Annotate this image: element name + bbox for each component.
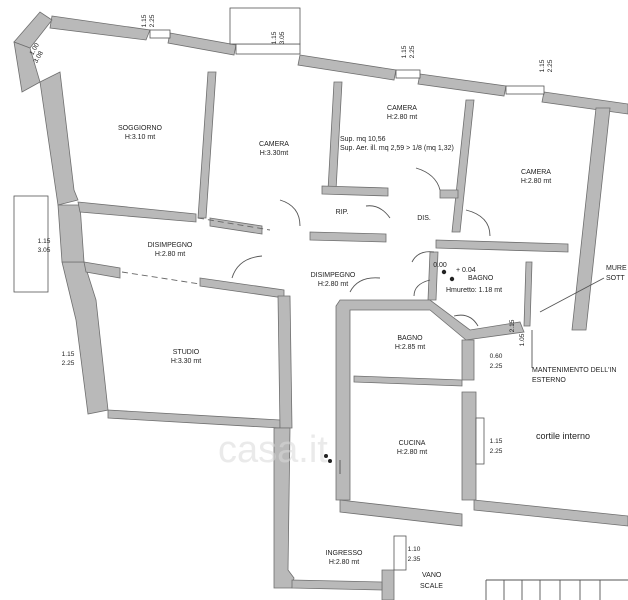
- window-dim-2-top: 1.15: [271, 31, 278, 44]
- window-dim-1-bottom: 2.25: [149, 14, 156, 27]
- walls: [13, 11, 628, 600]
- annotation-mantenimento-2: ESTERNO: [532, 377, 566, 384]
- room-cucina-name: CUCINA: [399, 440, 426, 447]
- window-dim-4-top: 1.15: [539, 59, 546, 72]
- room-camera2-sup-aer: Sup. Aer. ill. mq 2,59 > 1/8 (mq 1,32): [340, 145, 454, 152]
- bagno1-level: 0.00: [433, 262, 447, 269]
- bagno1-muretto: Hmuretto: 1.18 mt: [446, 287, 502, 294]
- separators: [121, 217, 271, 285]
- window-dim-4-bottom: 2.25: [547, 59, 554, 72]
- vano-scale-line1: VANO: [422, 572, 442, 579]
- window-dim-10-top: 1.10: [408, 546, 421, 553]
- room-camera2-sup: Sup. mq 10,56: [340, 136, 386, 143]
- room-camera1-name: CAMERA: [259, 141, 289, 148]
- windows: [13, 7, 545, 571]
- watermark: casa.it: [218, 429, 328, 471]
- window-dimensions: 1.15 2.25 1.15 3.05 1.15 2.25 1.15 2.25 …: [29, 14, 554, 563]
- window-dim-7-bottom: 2.25: [62, 360, 75, 367]
- window-dim-8-top: 0.60: [490, 353, 503, 360]
- window-dim-6-bottom: 3.05: [38, 247, 51, 254]
- doors: [231, 167, 491, 474]
- room-bagno1-name: BAGNO: [468, 275, 494, 282]
- window-dim-2-bottom: 3.05: [279, 31, 286, 44]
- window-dim-6-top: 1.15: [38, 238, 51, 245]
- room-camera2-name: CAMERA: [387, 105, 417, 112]
- room-ingresso-height: H:2.80 mt: [329, 559, 359, 566]
- room-soggiorno-height: H:3.10 mt: [125, 134, 155, 141]
- window-dim-1-top: 1.15: [141, 14, 148, 27]
- annotation-mantenimento-1: MANTENIMENTO DELL'IN: [532, 367, 616, 374]
- window-dim-11-bottom: 1.05: [519, 333, 526, 346]
- window-dim-11-top: 2.15: [509, 319, 516, 332]
- room-disimpegno2-height: H:2.80 mt: [318, 281, 348, 288]
- room-bagno2-name: BAGNO: [397, 335, 423, 342]
- window-dim-3-bottom: 2.25: [409, 45, 416, 58]
- room-camera1-height: H:3.30mt: [260, 150, 288, 157]
- room-camera2-height: H:2.80 mt: [387, 114, 417, 121]
- window-dim-3-top: 1.15: [401, 45, 408, 58]
- bagno1-step: + 0.04: [456, 267, 476, 274]
- room-ingresso-name: INGRESSO: [326, 550, 364, 557]
- level-markers: [324, 269, 455, 463]
- room-disimpegno1-name: DISIMPEGNO: [148, 242, 193, 249]
- room-soggiorno-name: SOGGIORNO: [118, 125, 163, 132]
- window-dim-9-bottom: 2.25: [490, 448, 503, 455]
- window-dim-8-bottom: 2.25: [490, 363, 503, 370]
- room-rip-name: RIP.: [336, 209, 349, 216]
- room-dis-name: DIS.: [417, 215, 431, 222]
- annotation-muretto-2: SOTT: [606, 275, 625, 282]
- annotation-muretto-1: MURE: [606, 265, 627, 272]
- vano-scale-line2: SCALE: [420, 583, 443, 590]
- room-disimpegno2-name: DISIMPEGNO: [311, 272, 356, 279]
- window-dim-9-top: 1.15: [490, 438, 503, 445]
- room-bagno2-height: H:2.85 mt: [395, 344, 425, 351]
- room-disimpegno1-height: H:2.80 mt: [155, 251, 185, 258]
- leader-lines: [531, 277, 605, 368]
- room-camera3-height: H:2.80 mt: [521, 178, 551, 185]
- room-cucina-height: H:2.80 mt: [397, 449, 427, 456]
- window-dim-10-bottom: 2.35: [408, 556, 421, 563]
- stairs: [485, 579, 628, 600]
- room-camera3-name: CAMERA: [521, 169, 551, 176]
- cortile-label: cortile interno: [536, 431, 590, 441]
- room-studio-height: H:3.30 mt: [171, 358, 201, 365]
- window-dim-7-top: 1.15: [62, 351, 75, 358]
- room-studio-name: STUDIO: [173, 349, 200, 356]
